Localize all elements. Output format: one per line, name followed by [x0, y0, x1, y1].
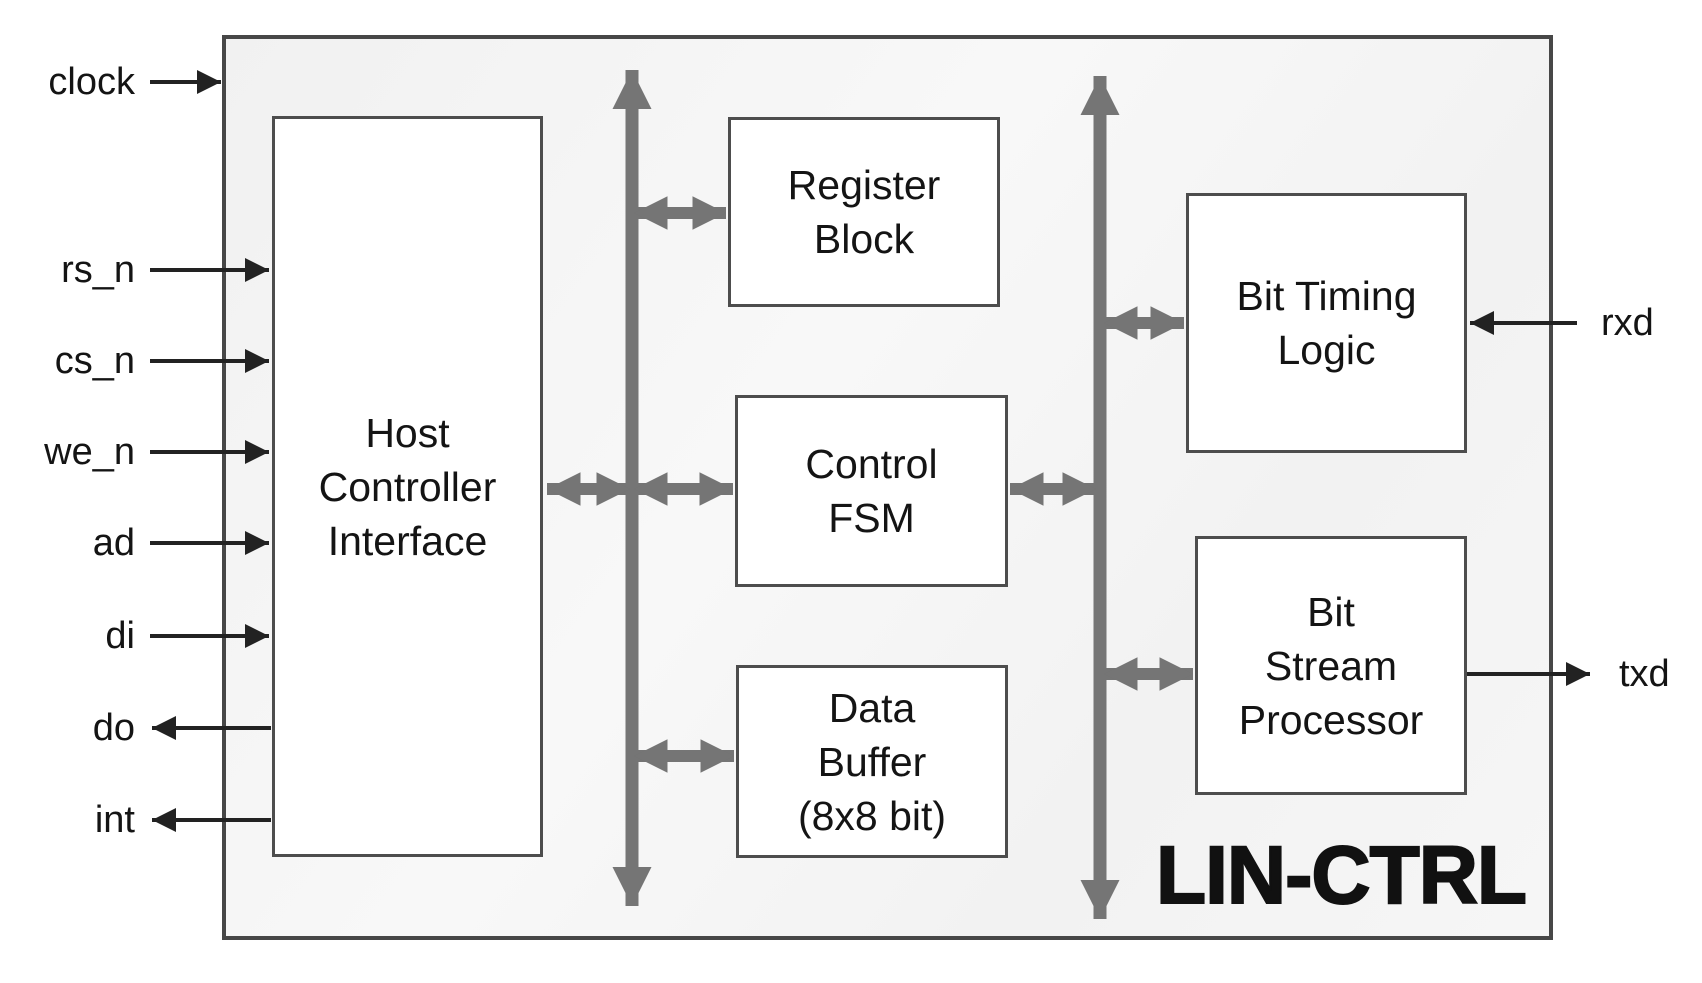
chip-title: LIN-CTRL: [1155, 829, 1528, 922]
signal-label-clock: clock: [48, 61, 135, 103]
block-host-controller-interface: Host Controller Interface: [272, 116, 543, 857]
signal-label-rs_n: rs_n: [61, 249, 135, 291]
block-bit-stream-processor: Bit Stream Processor: [1195, 536, 1467, 795]
block-data-buffer: Data Buffer (8x8 bit): [736, 665, 1008, 858]
signal-label-do: do: [92, 707, 135, 749]
signal-label-ad: ad: [92, 522, 135, 564]
signal-label-we_n: we_n: [44, 431, 135, 473]
signal-label-int: int: [94, 799, 135, 841]
block-control-fsm: Control FSM: [735, 395, 1008, 587]
block-bit-timing-logic: Bit Timing Logic: [1186, 193, 1467, 453]
signal-label-rxd: rxd: [1601, 302, 1654, 344]
signal-label-di: di: [105, 615, 135, 657]
block-register-block: Register Block: [728, 117, 1000, 307]
signal-label-txd: txd: [1619, 653, 1670, 695]
signal-label-cs_n: cs_n: [54, 340, 135, 382]
